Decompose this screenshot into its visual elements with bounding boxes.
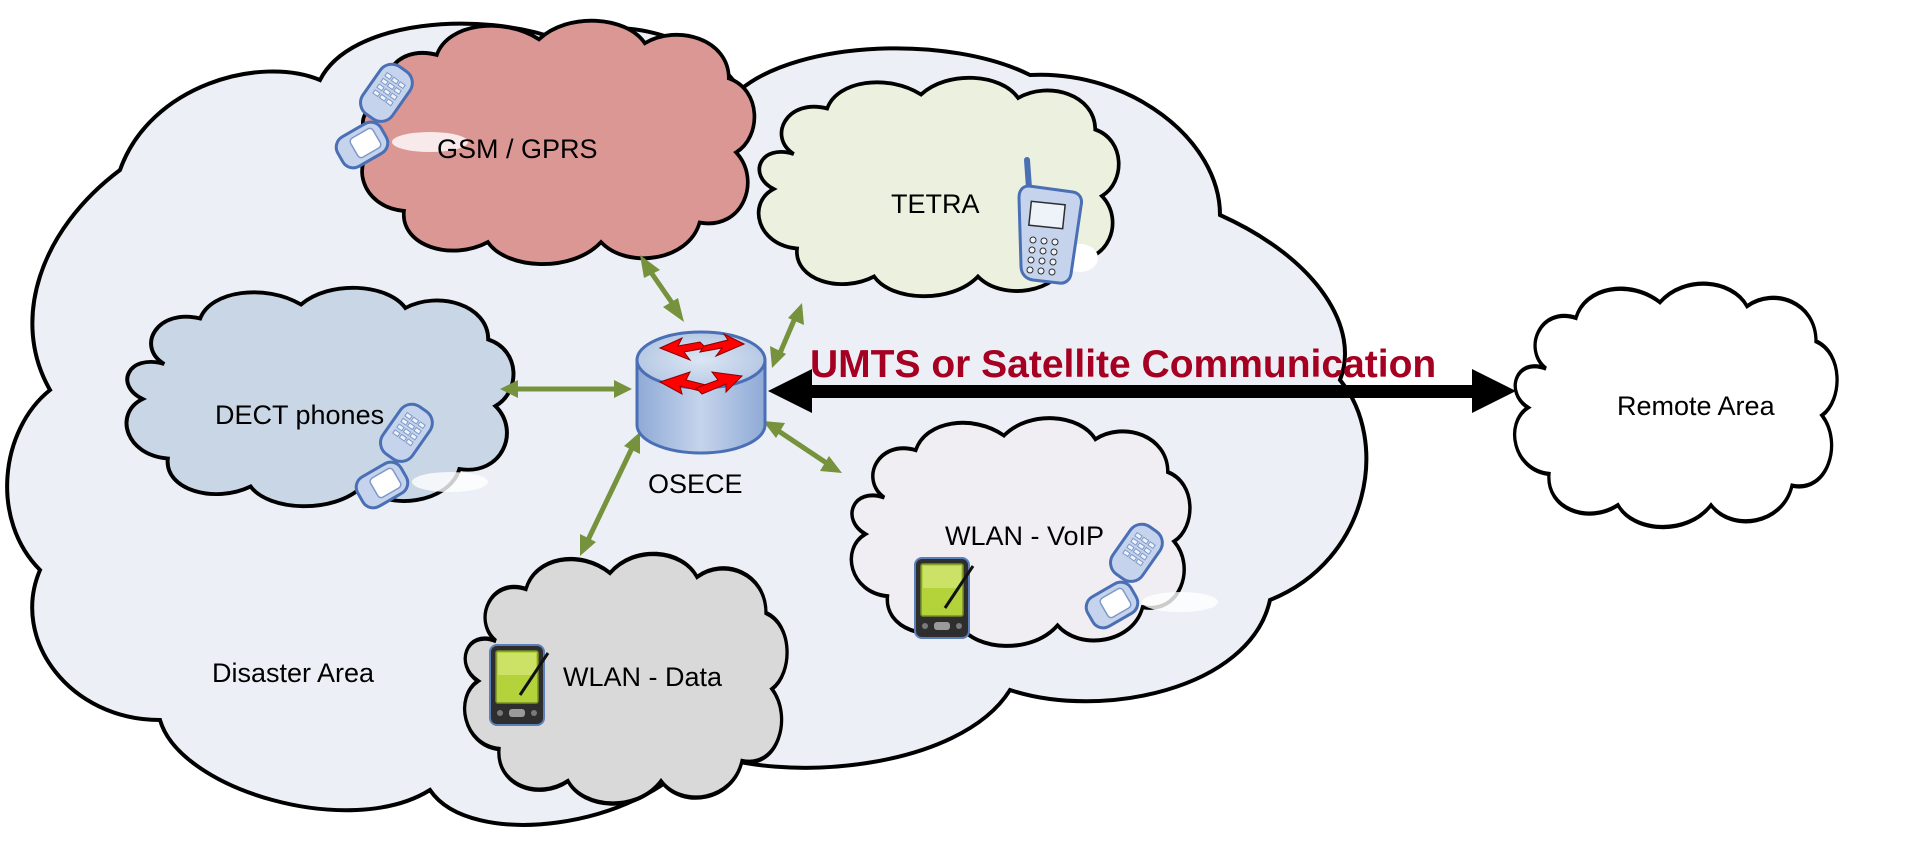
link-tetra xyxy=(777,317,798,354)
arrowhead-dect-start xyxy=(614,380,632,398)
arrowhead-gsm-start xyxy=(663,298,684,322)
umts-arrow-shaft xyxy=(800,385,1480,398)
tetra-handset-icon xyxy=(1017,157,1098,285)
arrowhead-wlan-voip-start xyxy=(763,421,785,438)
arrowhead-dect-end xyxy=(500,380,518,398)
osece-label: OSECE xyxy=(648,469,743,499)
pda-icon xyxy=(488,643,550,727)
arrowhead-tetra-end xyxy=(788,303,804,325)
umts-arrow xyxy=(768,369,1516,413)
disaster-area-label: Disaster Area xyxy=(212,658,375,688)
tetra-label: TETRA xyxy=(891,189,980,219)
arrowhead-wlan-data-start xyxy=(624,432,640,454)
wlan-data-label: WLAN - Data xyxy=(563,662,723,692)
link-wlan-voip xyxy=(775,427,830,467)
arrowhead-wlan-data-end xyxy=(580,534,596,556)
link-arrows xyxy=(500,255,842,556)
arrowhead-tetra-start xyxy=(770,346,786,368)
gsm-label: GSM / GPRS xyxy=(437,134,598,164)
umts-arrowhead-left xyxy=(768,369,812,413)
arrowhead-gsm-end xyxy=(640,255,660,278)
router-icon xyxy=(635,330,767,455)
dect-label: DECT phones xyxy=(215,400,384,430)
remote-area-label: Remote Area xyxy=(1617,391,1776,421)
wlan-voip-label: WLAN - VoIP xyxy=(945,521,1104,551)
arrowhead-wlan-voip-end xyxy=(820,456,842,473)
umts-label: UMTS or Satellite Communication xyxy=(810,343,1436,386)
umts-arrowhead-right xyxy=(1472,369,1516,413)
pda-icon xyxy=(913,556,975,640)
link-wlan-data xyxy=(585,446,635,542)
